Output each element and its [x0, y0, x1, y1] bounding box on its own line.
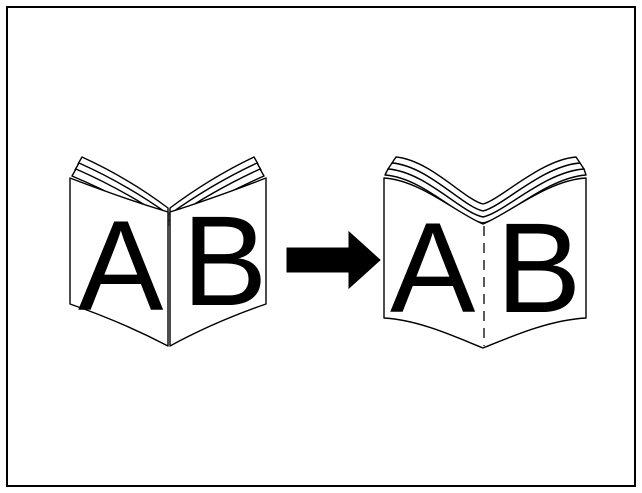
before-letter-right: B: [182, 190, 267, 333]
before-letter-left: A: [78, 195, 164, 338]
after-letter-right: B: [496, 197, 581, 340]
right-arrow-icon: [287, 232, 380, 288]
after-letter-left: A: [390, 197, 476, 340]
